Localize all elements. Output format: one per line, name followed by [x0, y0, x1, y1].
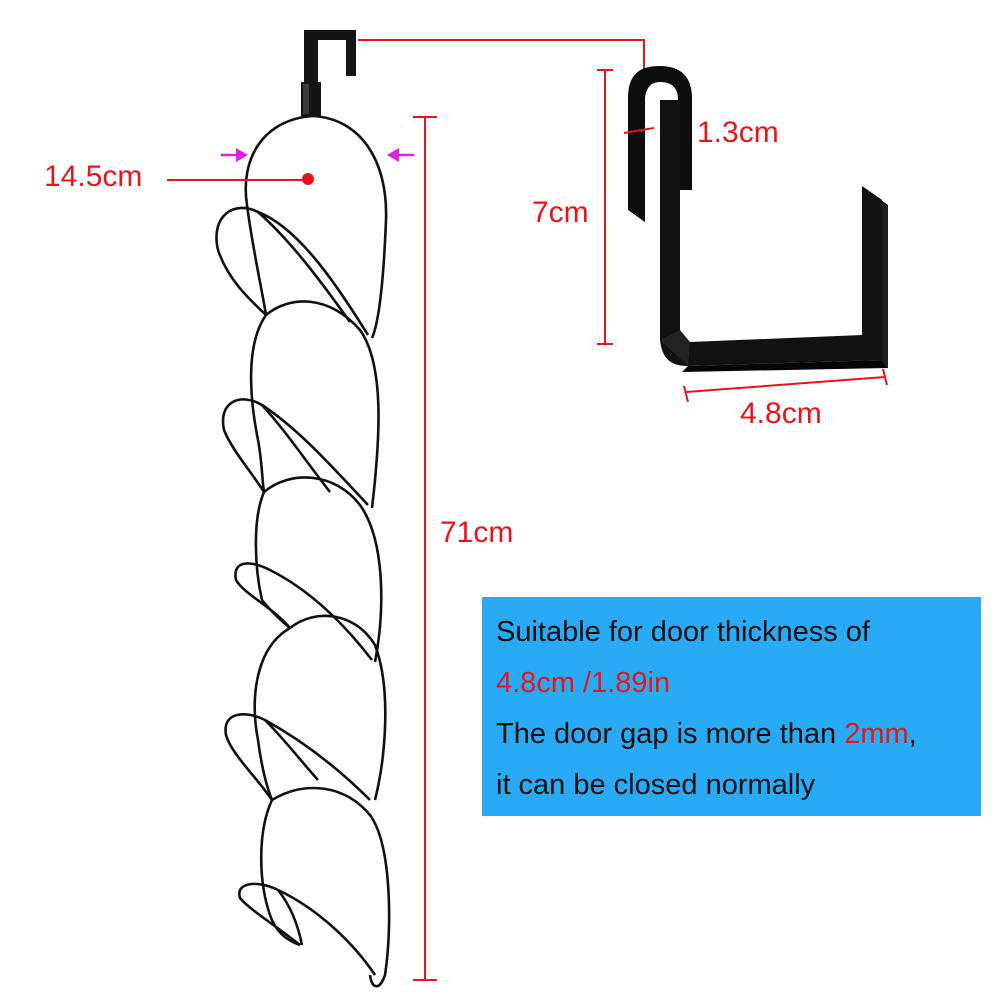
info-line-3-highlight: 2mm [844, 718, 909, 750]
info-line-4: it can be closed normally [496, 769, 816, 801]
info-line-3-suffix: , [908, 718, 917, 750]
hook-width-label: 4.8cm [740, 397, 822, 430]
rack-top-hook [301, 30, 356, 116]
width-pointer-dot [302, 173, 314, 185]
rack-height-label: 71cm [440, 516, 514, 549]
info-line-1: Suitable for door thickness of [496, 616, 870, 648]
wire-rack [215, 114, 391, 988]
rack-width-label: 14.5cm [44, 160, 143, 193]
enlarged-hook [628, 66, 888, 372]
info-line-3-prefix: The door gap is more than [496, 718, 845, 750]
hook-height-label: 7cm [532, 196, 589, 229]
dimension-lines [167, 69, 888, 981]
connector-line [358, 39, 645, 72]
info-line-2: 4.8cm /1.89in [496, 667, 671, 699]
hook-thickness-label: 1.3cm [697, 116, 779, 149]
info-line-3: The door gap is more than 2mm, [496, 709, 981, 760]
info-box: Suitable for door thickness of 4.8cm /1.… [482, 597, 981, 816]
width-arrows [221, 148, 414, 162]
